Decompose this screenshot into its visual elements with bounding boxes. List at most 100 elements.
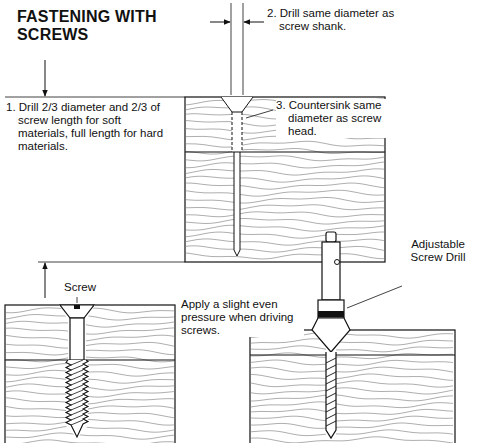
grain-line bbox=[185, 219, 385, 225]
grain-line bbox=[185, 149, 385, 155]
screw-shank bbox=[70, 318, 84, 360]
thread-line bbox=[71, 405, 83, 410]
step-note: 2. Drill same diameter as screw shank. bbox=[267, 7, 398, 33]
grain-line bbox=[5, 328, 175, 334]
grain-line bbox=[5, 350, 175, 355]
grain-line bbox=[5, 342, 175, 348]
flute-line bbox=[326, 386, 336, 391]
hole-fill bbox=[221, 97, 253, 256]
thread-line bbox=[71, 370, 83, 375]
flute-line bbox=[326, 358, 336, 363]
thread-line bbox=[71, 390, 83, 395]
grain-line bbox=[250, 437, 453, 443]
leader-line bbox=[77, 297, 78, 303]
thread-line bbox=[71, 420, 83, 425]
grain-line bbox=[250, 381, 453, 387]
board-joint bbox=[185, 151, 385, 152]
grain-line bbox=[5, 357, 175, 362]
grain-line bbox=[250, 339, 453, 345]
thread-line bbox=[71, 385, 83, 390]
grain-line bbox=[250, 374, 453, 380]
thread-line bbox=[71, 410, 83, 415]
extension-line bbox=[5, 97, 185, 98]
grain-line bbox=[5, 391, 175, 397]
grain-line bbox=[250, 402, 453, 408]
extension-line bbox=[243, 3, 244, 95]
leader-line bbox=[347, 286, 402, 308]
stop-collar bbox=[318, 300, 344, 318]
grain-line bbox=[250, 409, 453, 414]
flute-line bbox=[326, 372, 336, 377]
grain-line bbox=[5, 398, 175, 404]
grain-line bbox=[5, 413, 175, 418]
dimension-arrow bbox=[210, 22, 230, 23]
drill-bit bbox=[326, 352, 336, 438]
thread-outline bbox=[66, 360, 88, 437]
extension-line bbox=[231, 3, 232, 95]
thread-line bbox=[71, 365, 83, 370]
thread-line bbox=[71, 400, 83, 405]
grain-line bbox=[185, 176, 385, 182]
grain-line bbox=[5, 370, 175, 376]
board-joint bbox=[250, 354, 455, 355]
pilot-hole bbox=[234, 152, 240, 256]
grain-line bbox=[185, 141, 385, 147]
dimension-arrow bbox=[45, 263, 46, 298]
grain-line bbox=[5, 364, 175, 369]
grain-line bbox=[185, 156, 385, 161]
grain-line bbox=[5, 335, 175, 341]
flute-line bbox=[326, 421, 336, 426]
flute-line bbox=[326, 379, 336, 384]
wood-grain bbox=[5, 308, 175, 443]
grain-line bbox=[185, 197, 385, 203]
grain-line bbox=[185, 162, 385, 168]
part-label: Adjustable Screw Drill bbox=[402, 238, 474, 264]
grain-line bbox=[250, 423, 453, 428]
part-label: Screw bbox=[59, 281, 101, 294]
shank-hole bbox=[232, 112, 242, 152]
grain-line bbox=[5, 321, 175, 327]
grain-line bbox=[250, 416, 453, 421]
grain-line bbox=[250, 395, 453, 401]
grain-line bbox=[250, 353, 453, 359]
screw-thread bbox=[66, 360, 88, 437]
grain-line bbox=[185, 190, 385, 196]
grain-line bbox=[5, 426, 175, 432]
thread-line bbox=[71, 375, 83, 380]
grain-line bbox=[185, 212, 385, 217]
flute-line bbox=[326, 365, 336, 370]
grain-line bbox=[185, 169, 385, 175]
flute-line bbox=[326, 407, 336, 412]
grain-line bbox=[185, 225, 385, 231]
grain-line bbox=[185, 253, 385, 259]
title: FASTENING WITH SCREWS bbox=[16, 8, 178, 44]
flute-line bbox=[326, 400, 336, 405]
screw-head bbox=[60, 305, 94, 318]
collar-band bbox=[318, 311, 344, 317]
countersink bbox=[221, 97, 253, 112]
drill-flute bbox=[326, 358, 336, 426]
flute-line bbox=[326, 414, 336, 419]
dimension-arrow bbox=[244, 22, 264, 23]
set-screw bbox=[335, 260, 340, 265]
grain-line bbox=[5, 405, 175, 410]
grain-line bbox=[5, 384, 175, 390]
extension-line bbox=[38, 262, 185, 263]
grain-line bbox=[250, 346, 453, 352]
thread-line bbox=[71, 360, 83, 365]
wood-grain bbox=[250, 332, 453, 443]
step-note: 1. Drill 2/3 diameter and 2/3 of screw l… bbox=[6, 101, 169, 153]
drill-shank bbox=[326, 232, 336, 242]
drill-body bbox=[322, 242, 340, 300]
grain-line bbox=[5, 440, 175, 443]
grain-line bbox=[5, 377, 175, 383]
grain-line bbox=[250, 367, 453, 372]
grain-line bbox=[185, 246, 385, 252]
grain-line bbox=[250, 430, 453, 436]
flute-line bbox=[326, 393, 336, 398]
thread-line bbox=[71, 395, 83, 400]
grain-line bbox=[5, 315, 175, 321]
leader-line bbox=[246, 110, 273, 118]
grain-line bbox=[250, 388, 453, 394]
